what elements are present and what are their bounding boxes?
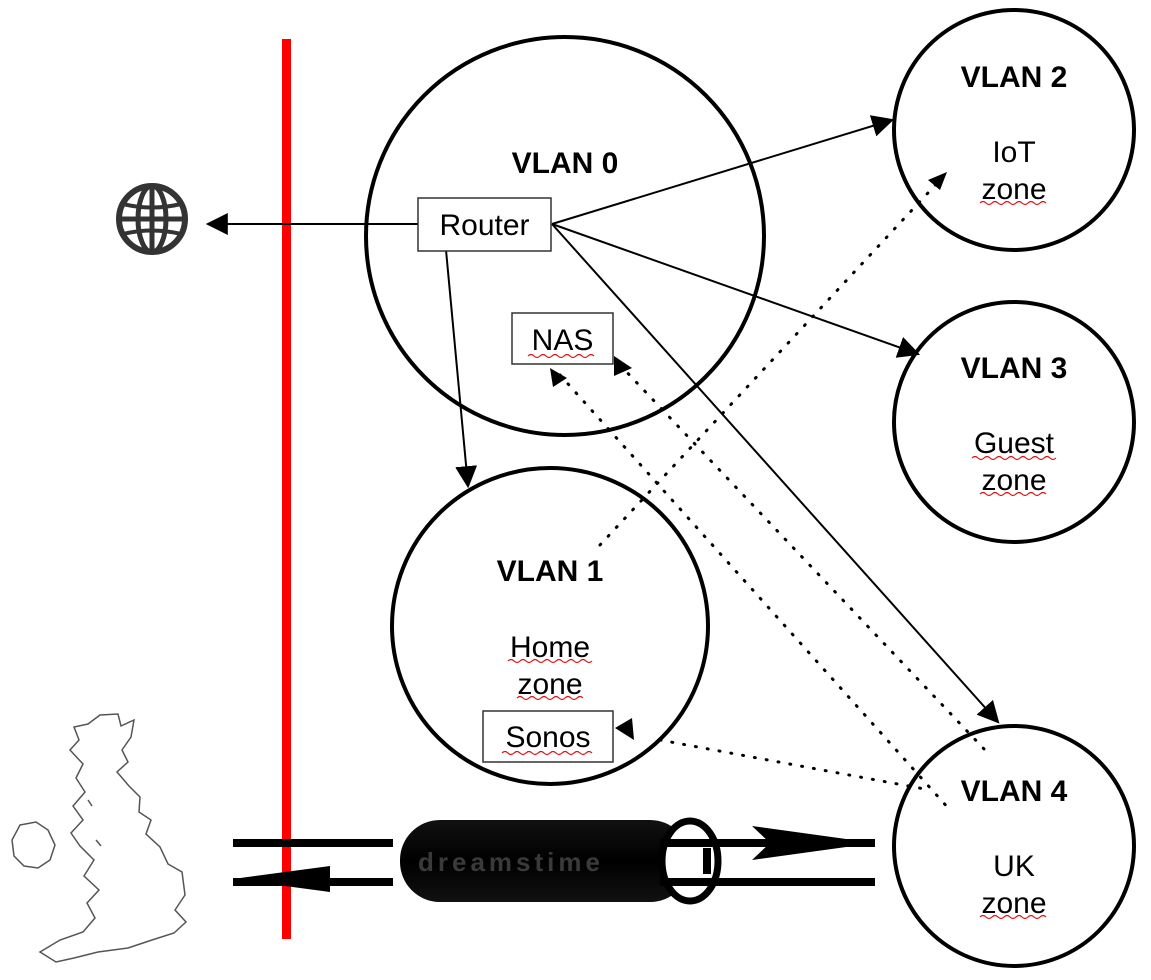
globe-icon (116, 183, 188, 255)
nas-label: NAS (532, 324, 594, 357)
vlan-1-zone-line2: zone (517, 668, 582, 701)
dotted-links (558, 178, 987, 812)
vlan-4-zone-line1: UK (993, 850, 1035, 883)
vlan-1: VLAN 1 Home zone (390, 466, 710, 786)
vlan-4-zone-line2: zone (981, 887, 1046, 920)
vlan-4-title: VLAN 4 (961, 775, 1068, 808)
dotted-link-arrowheads (550, 172, 947, 740)
vlan-2-title: VLAN 2 (961, 61, 1068, 94)
solid-links (205, 115, 1000, 724)
vlan-1-title: VLAN 1 (497, 555, 604, 588)
vlan-3-zone-line1: Guest (974, 427, 1055, 460)
router-box: Router (417, 197, 552, 252)
firewall-line (282, 39, 291, 939)
vlan-3-zone-line2: zone (981, 464, 1046, 497)
sonos-box: Sonos (482, 710, 614, 763)
vlan-1-zone-line1: Home (510, 631, 590, 664)
watermark-text: dreamstime (418, 847, 604, 877)
vlan-4: VLAN 4 UK zone (892, 724, 1136, 968)
vlan-2: VLAN 2 IoT zone (892, 8, 1136, 252)
nas-box: NAS (511, 312, 614, 365)
vpn-tunnel-icon: dreamstime (233, 817, 875, 905)
vlan-2-zone-line1: IoT (992, 136, 1035, 169)
uk-map-icon (11, 713, 188, 963)
sonos-label: Sonos (505, 721, 590, 754)
vlan-2-zone-line2: zone (981, 173, 1046, 206)
router-label: Router (439, 209, 529, 242)
vlan-0-title: VLAN 0 (512, 147, 619, 180)
vlan-0: VLAN 0 (364, 35, 766, 437)
vlan-3-title: VLAN 3 (961, 352, 1068, 385)
vlan-3: VLAN 3 Guest zone (892, 300, 1136, 544)
